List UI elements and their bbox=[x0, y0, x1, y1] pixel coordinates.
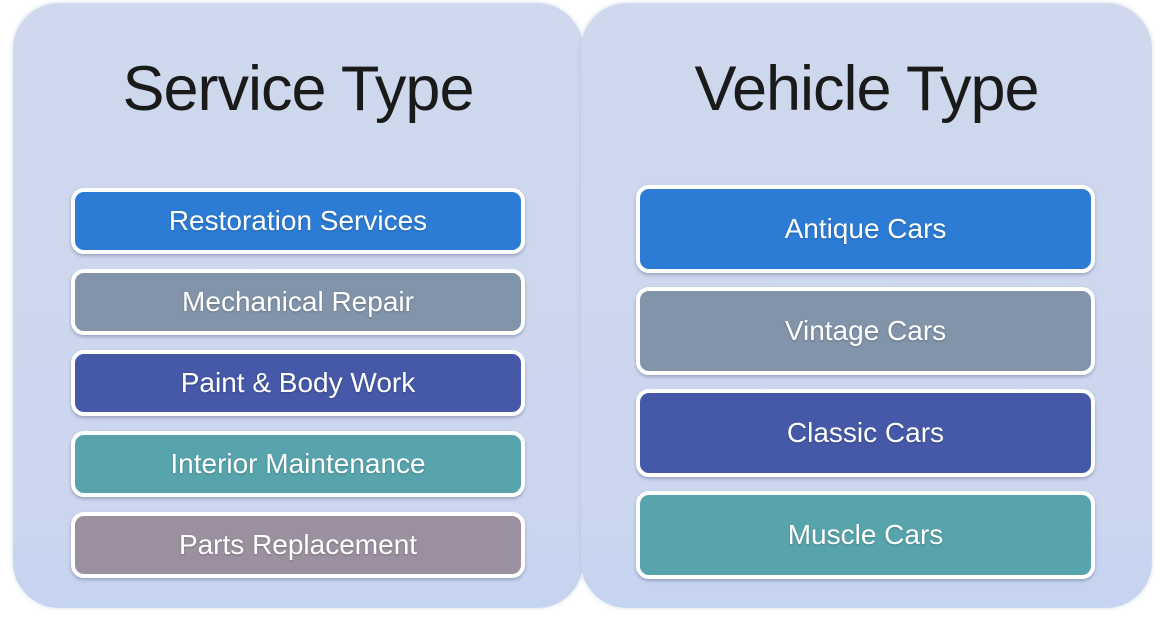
item-label: Antique Cars bbox=[784, 213, 947, 244]
item-antique-cars: Antique Cars bbox=[636, 185, 1095, 273]
item-label: Interior Maintenance bbox=[170, 448, 426, 479]
item-mechanical-repair: Mechanical Repair bbox=[71, 269, 525, 335]
item-restoration-services: Restoration Services bbox=[71, 188, 525, 254]
panel-title-service-type: Service Type bbox=[122, 54, 474, 124]
item-label: Restoration Services bbox=[168, 205, 428, 236]
panel-title-vehicle-type: Vehicle Type bbox=[694, 54, 1039, 124]
item-label: Mechanical Repair bbox=[182, 286, 414, 317]
item-classic-cars: Classic Cars bbox=[636, 389, 1095, 477]
vehicle-type-list: Antique Cars Vintage Cars Classic Cars M… bbox=[636, 185, 1095, 579]
service-type-list: Restoration Services Mechanical Repair P… bbox=[71, 188, 525, 578]
item-interior-maintenance: Interior Maintenance bbox=[71, 431, 525, 497]
item-label: Muscle Cars bbox=[787, 519, 944, 550]
item-parts-replacement: Parts Replacement bbox=[71, 512, 525, 578]
item-label: Vintage Cars bbox=[784, 315, 947, 346]
item-label: Classic Cars bbox=[786, 417, 945, 448]
service-type-panel: Service Type Restoration Services Mechan… bbox=[13, 3, 583, 608]
vehicle-type-panel: Vehicle Type Antique Cars Vintage Cars C… bbox=[581, 3, 1152, 608]
item-vintage-cars: Vintage Cars bbox=[636, 287, 1095, 375]
item-label: Parts Replacement bbox=[178, 529, 418, 560]
item-paint-body-work: Paint & Body Work bbox=[71, 350, 525, 416]
item-muscle-cars: Muscle Cars bbox=[636, 491, 1095, 579]
item-label: Paint & Body Work bbox=[180, 367, 416, 398]
